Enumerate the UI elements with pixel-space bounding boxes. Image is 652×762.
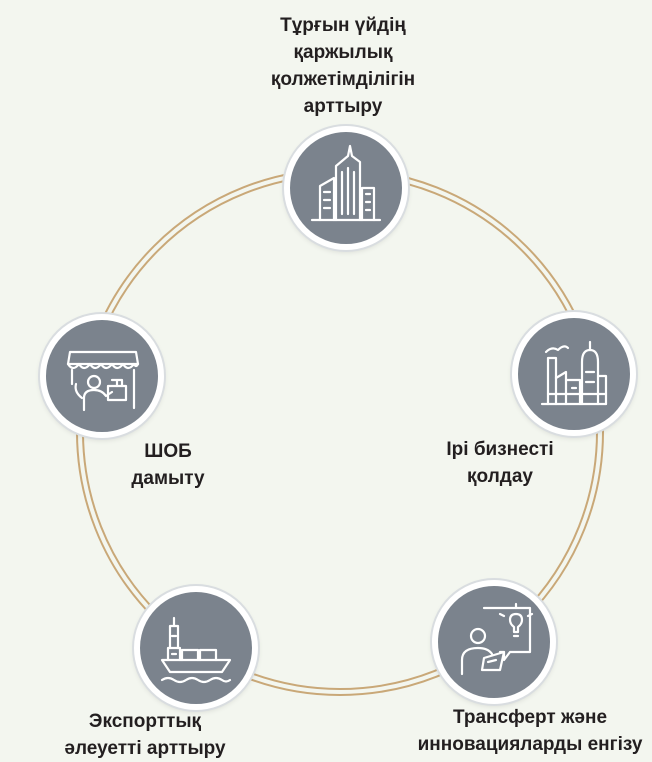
label-line: инновацияларды енгізу [417, 734, 643, 755]
label-line: Трансферт және [452, 707, 608, 728]
factory-icon [540, 340, 608, 406]
shop-vendor-icon [66, 350, 140, 412]
city-buildings-icon [310, 144, 382, 222]
label-line: Экспорттық [88, 711, 202, 732]
cargo-ship-icon [160, 616, 232, 684]
label-export: Экспорттық әлеуетті арттыру [40, 708, 250, 762]
label-innovation: Трансферт және инновацияларды енгізу [412, 704, 648, 758]
node-sme [40, 314, 164, 438]
idea-chat-person-icon [460, 602, 534, 676]
label-line: қаржылық [293, 42, 393, 63]
label-big-business: Ірі бизнесті қолдау [430, 436, 570, 490]
node-export [134, 586, 258, 710]
label-line: Тұрғын үйдің [280, 15, 406, 36]
node-innovation [432, 580, 556, 704]
node-housing [284, 126, 408, 250]
label-line: қолдау [467, 466, 533, 487]
label-sme: ШОБ дамыту [118, 438, 218, 492]
label-housing: Тұрғын үйдің қаржылық қолжетімділігін ар… [255, 12, 431, 120]
label-line: Ірі бизнесті [446, 439, 554, 460]
label-line: ШОБ [144, 441, 192, 462]
label-line: қолжетімділігін [270, 69, 416, 90]
label-line: әлеуетті арттыру [64, 738, 226, 759]
label-line: арттыру [303, 96, 383, 117]
label-line: дамыту [131, 468, 205, 489]
node-big-business [512, 312, 636, 436]
